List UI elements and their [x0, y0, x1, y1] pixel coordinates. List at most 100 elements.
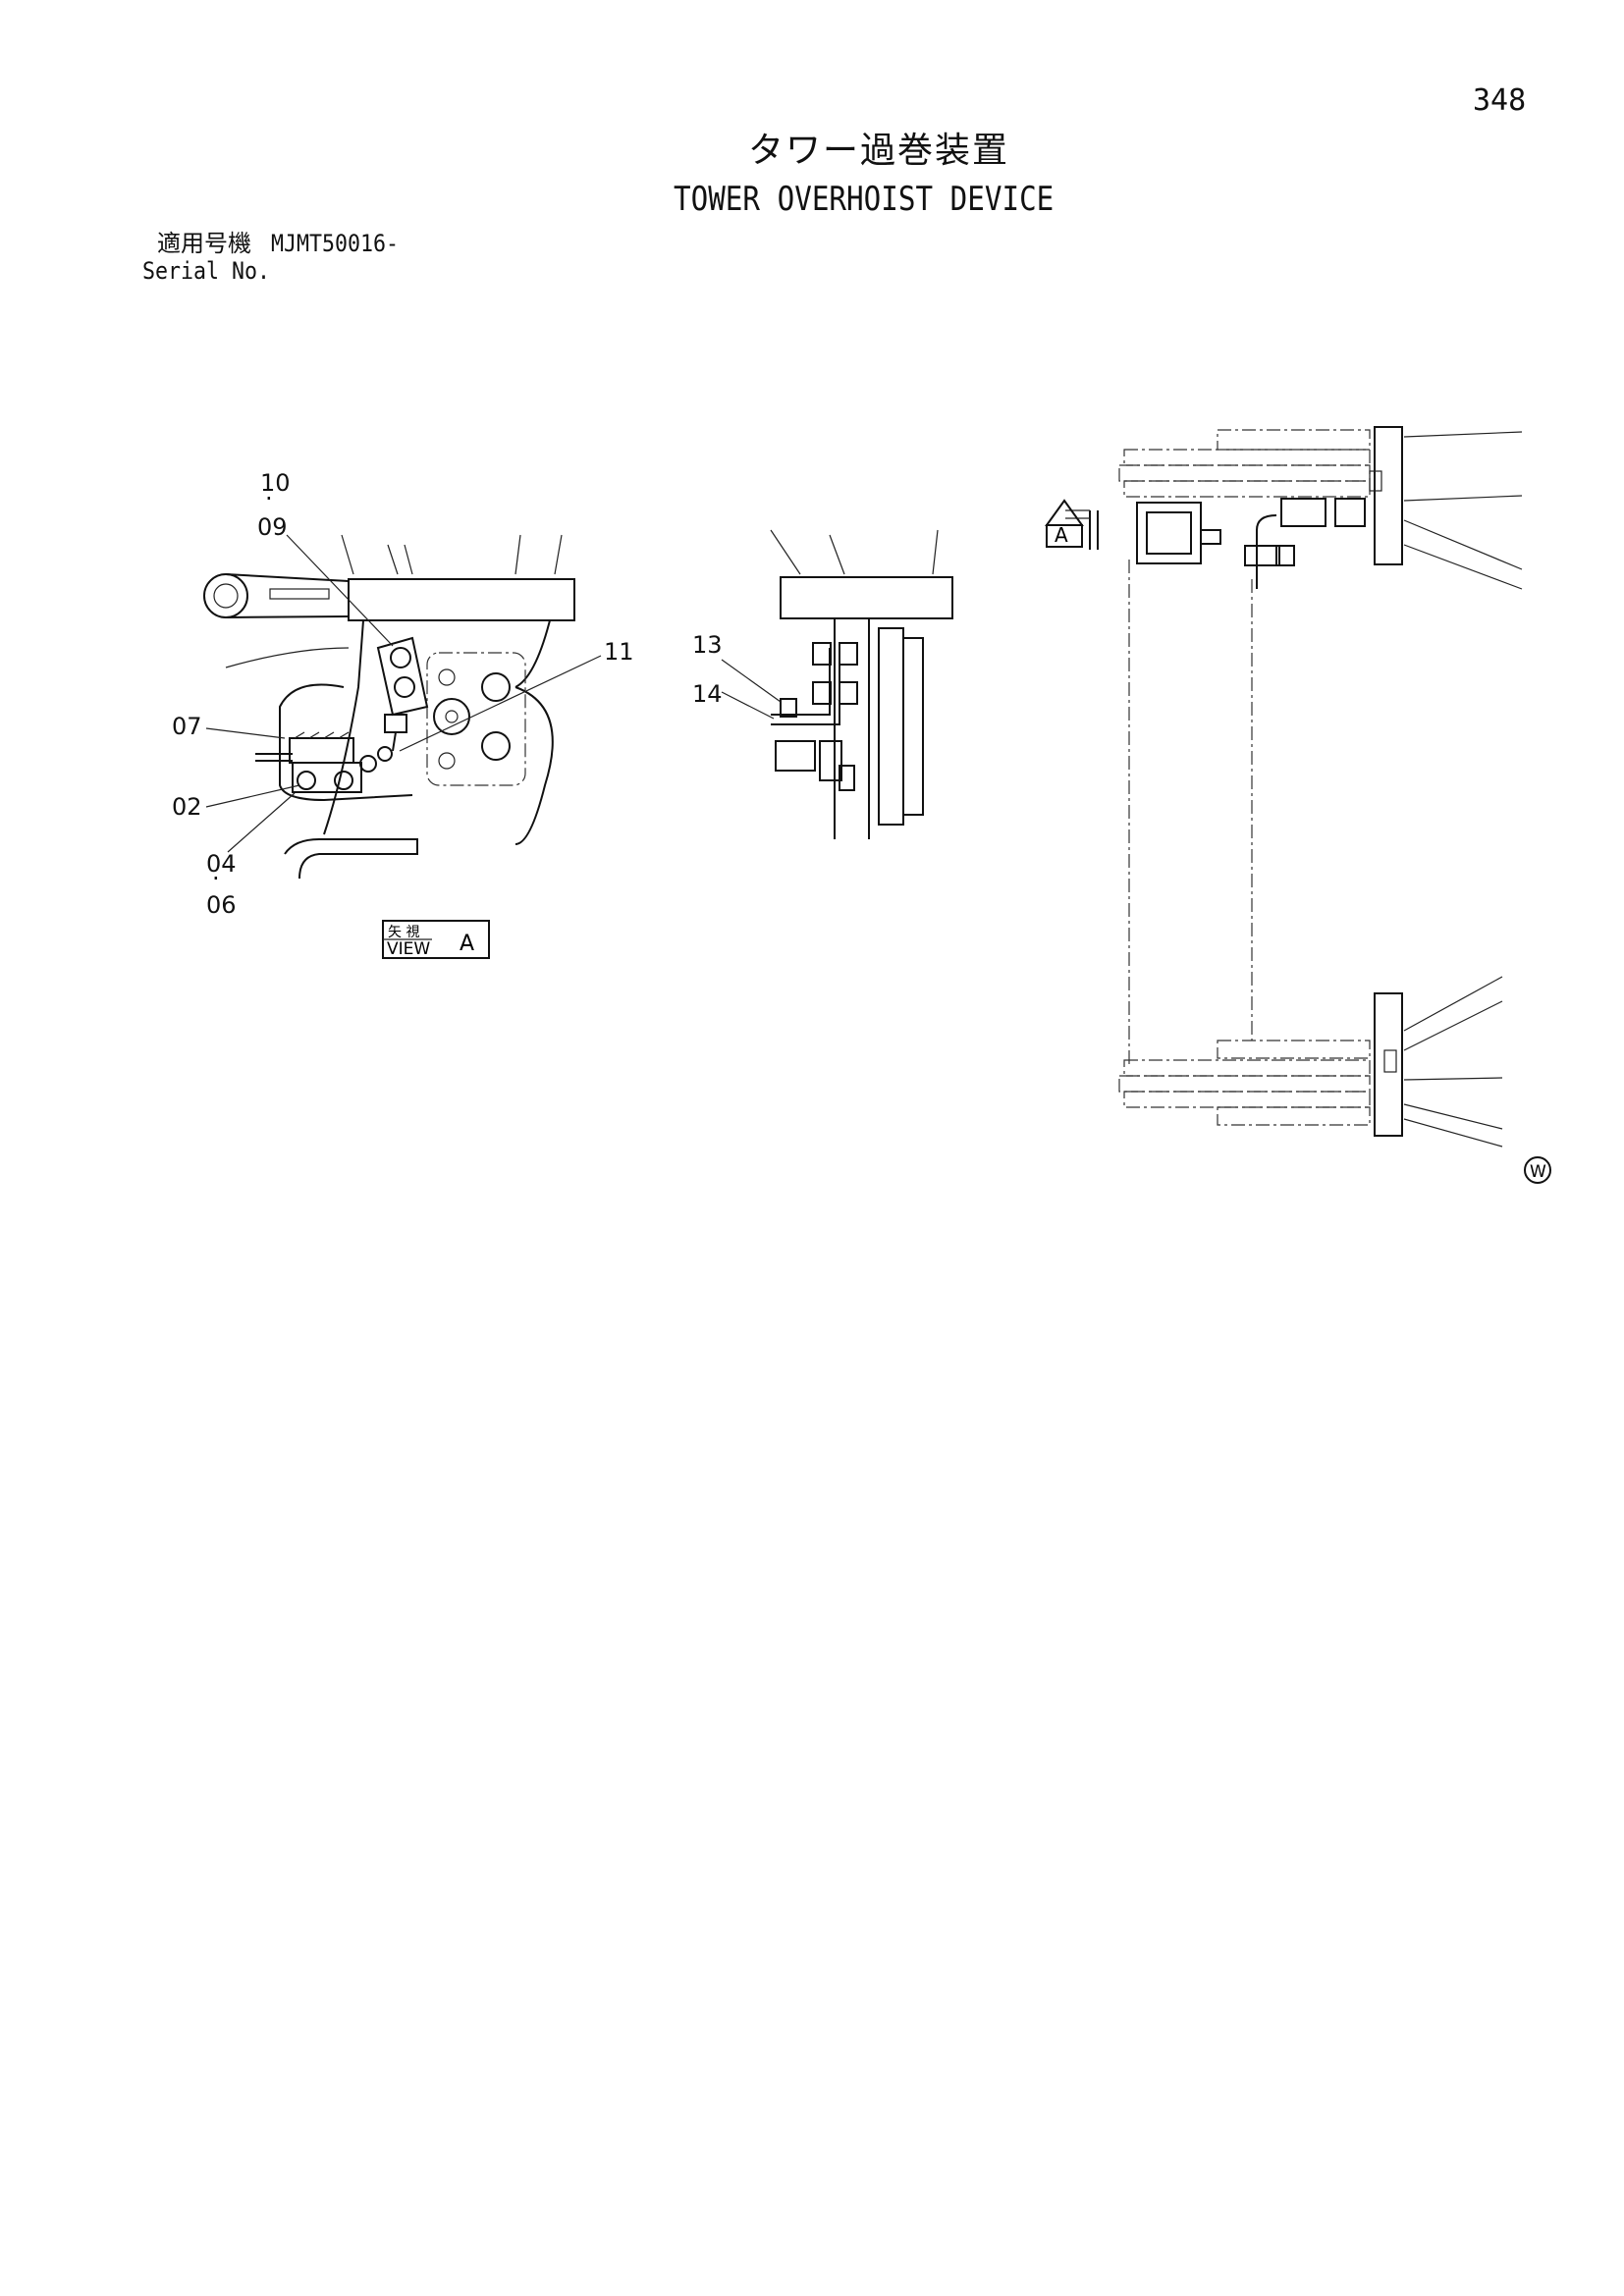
boom-line — [1403, 431, 1523, 438]
view-arrow-head — [1045, 499, 1084, 526]
leader-11 — [399, 655, 602, 752]
serial-label-english: Serial No. — [142, 257, 271, 285]
watermark-letter: W — [1530, 1162, 1546, 1182]
title-english: TOWER OVERHOIST DEVICE — [674, 180, 1055, 219]
column-line — [341, 534, 354, 575]
column-line — [770, 529, 801, 575]
column-line — [514, 534, 521, 575]
leader-07 — [205, 727, 286, 739]
title-japanese: タワー過巻装置 — [748, 131, 1010, 171]
view-arrow-letter: A — [1055, 523, 1068, 547]
arm-slot — [269, 588, 330, 600]
bolt — [839, 681, 858, 705]
view-a-detail: 10 · 09 11 07 02 04 · 06 矢 視 VIEW A — [172, 469, 634, 959]
pin — [1383, 1049, 1397, 1073]
bottom-cap — [1217, 1040, 1371, 1059]
pipe-bend — [284, 838, 418, 880]
bolt — [812, 681, 832, 705]
bottom-cap — [1217, 1106, 1371, 1126]
switch-block — [819, 740, 842, 781]
striker-lever — [376, 636, 429, 717]
nut — [1244, 545, 1280, 566]
side-flange — [780, 576, 953, 619]
bottom-column — [1374, 992, 1403, 1137]
hatch-line — [294, 731, 305, 739]
boom-line — [1403, 544, 1523, 590]
boom-line — [1403, 1103, 1503, 1130]
callout-09: 09 — [257, 513, 288, 541]
top-column — [1374, 426, 1403, 565]
pin — [1369, 470, 1382, 492]
pivot-pin — [433, 698, 470, 735]
hatch-line — [338, 731, 350, 739]
arm-edge — [225, 573, 350, 582]
side-view: 13 14 — [692, 529, 953, 839]
bracket — [771, 648, 840, 725]
boom-line — [1403, 1077, 1503, 1081]
column-line — [932, 529, 939, 575]
callout-07: 07 — [172, 713, 202, 740]
callout-10: 10 — [260, 469, 291, 497]
callout-06: 06 — [206, 891, 237, 919]
bent-rod — [1256, 514, 1277, 589]
boom-line — [1403, 495, 1523, 502]
view-arrow-body — [1046, 524, 1083, 548]
bracket — [1334, 498, 1366, 527]
view-a-label-english: VIEW — [387, 939, 430, 959]
boom-line — [1403, 1118, 1503, 1148]
boom-line — [1403, 519, 1523, 570]
pivot-pin-center — [445, 710, 459, 723]
page-number: 348 — [1473, 83, 1527, 118]
bolt-hole — [438, 668, 456, 686]
bottom-rail — [1118, 1075, 1371, 1093]
front-view: A — [1045, 426, 1523, 1148]
callout-13: 13 — [692, 631, 723, 659]
top-cap — [1217, 429, 1371, 451]
body-edge — [514, 619, 551, 688]
leader-14 — [721, 691, 775, 720]
leader-13 — [721, 659, 782, 703]
bolt-head — [481, 672, 511, 702]
leader-02 — [205, 784, 300, 808]
hatch-line — [308, 731, 320, 739]
callout-separator: · — [212, 865, 220, 892]
adjust-nut — [384, 714, 407, 733]
column-line — [387, 544, 399, 575]
bolt-hole — [438, 752, 456, 770]
watermark-circle — [1524, 1156, 1551, 1184]
lever-hole — [390, 647, 411, 668]
callout-04: 04 — [206, 850, 237, 878]
limit-switch-body — [292, 762, 362, 793]
boom-line — [1403, 976, 1503, 1032]
bolt — [839, 642, 858, 666]
flange-plate — [348, 578, 575, 621]
bolt — [812, 642, 832, 666]
hatch-line — [323, 731, 335, 739]
nut — [780, 698, 797, 718]
view-a-letter: A — [460, 932, 474, 956]
leader-09 — [286, 534, 394, 647]
column-line — [404, 544, 413, 575]
callout-02: 02 — [172, 793, 202, 821]
bracket — [1280, 498, 1326, 527]
column-line — [554, 534, 563, 575]
cable-line — [225, 647, 350, 668]
body-edge — [323, 619, 364, 835]
roller — [359, 755, 377, 773]
side-plate — [902, 637, 924, 816]
serial-label-japanese: 適用号機 — [157, 230, 251, 257]
arm-eye — [203, 573, 248, 618]
housing-outline — [279, 683, 413, 802]
nut — [1275, 545, 1295, 566]
callout-separator: · — [265, 485, 273, 512]
callout-14: 14 — [692, 680, 723, 708]
mount-bolt — [297, 771, 316, 790]
limit-switch-inner — [1146, 511, 1192, 555]
top-rail — [1123, 480, 1371, 498]
adjust-bolt — [392, 731, 397, 752]
column-line — [829, 534, 845, 575]
mount-bolt — [334, 771, 353, 790]
side-plate — [878, 627, 904, 826]
